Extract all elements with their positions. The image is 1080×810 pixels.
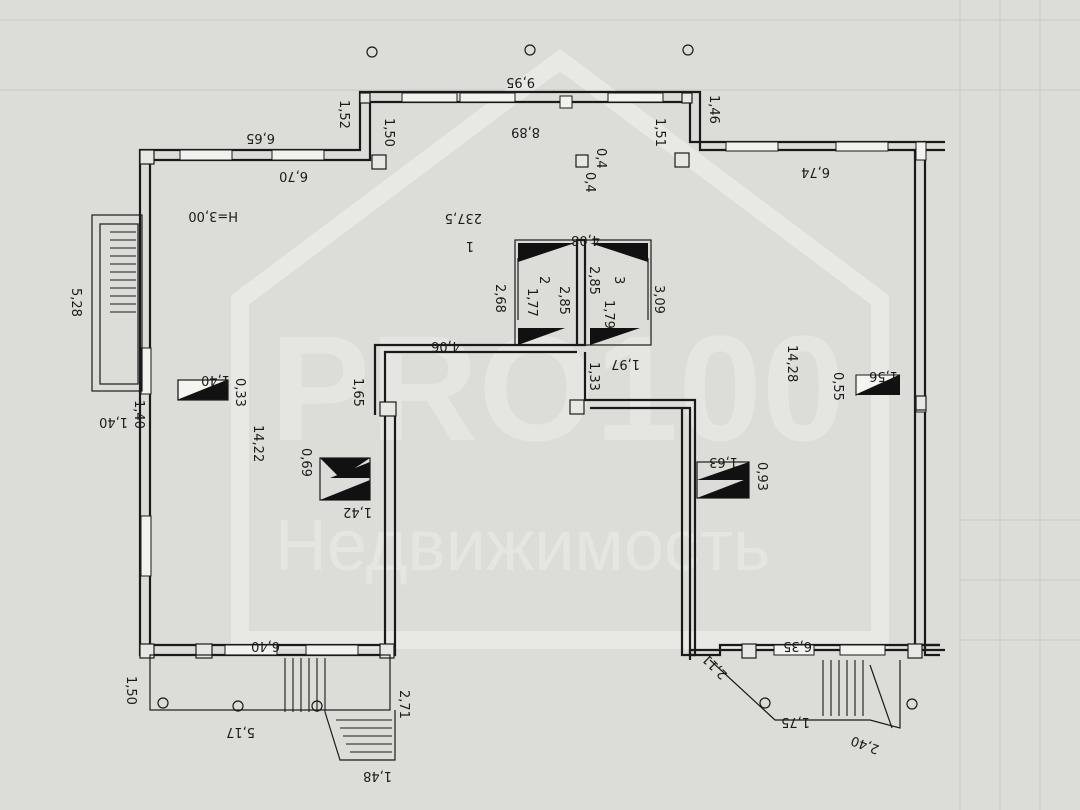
dim-1-50-bottom: 1,50	[123, 676, 138, 705]
watermark: PRO100 Недвижимость	[231, 48, 889, 649]
window-top-1	[401, 92, 458, 103]
dim-5-28: 5,28	[68, 288, 83, 317]
watermark-brand: PRO100	[270, 304, 845, 472]
window-bottom-right-2	[839, 644, 886, 656]
dim-1-46: 1,46	[706, 95, 721, 124]
dim-1-40-left: 1,40	[99, 414, 128, 429]
dim-14-22: 14,22	[250, 425, 265, 462]
window-left-2	[140, 515, 152, 577]
dim-1-33: 1,33	[586, 362, 601, 391]
dim-0-4a: 0,4	[593, 148, 608, 169]
window-top-2	[459, 92, 516, 103]
dim-1-97: 1,97	[611, 356, 640, 371]
room-area: 237,5	[445, 210, 482, 225]
window-top-left-1	[179, 149, 233, 161]
dim-0-69: 0,69	[298, 448, 313, 477]
axis-markers	[157, 44, 918, 712]
window-bottom-left-2	[305, 644, 359, 656]
dim-5-17: 5,17	[226, 724, 255, 739]
dim-1-79: 1,79	[601, 300, 616, 329]
dim-2-85b: 2,85	[586, 266, 601, 295]
dim-6-35: 6,35	[783, 638, 812, 653]
dim-0-33: 0,33	[232, 378, 247, 407]
window-bottom-right	[773, 644, 815, 656]
dim-4-08: 4,08	[571, 232, 600, 247]
window-top-3	[607, 92, 664, 103]
dim-1-56: 1,56	[869, 368, 898, 383]
dim-1-75: 1,75	[781, 714, 810, 729]
dim-1-42: 1,42	[343, 504, 372, 519]
window-left-1	[140, 347, 152, 395]
dim-4-06: 4,06	[431, 338, 460, 353]
room-2-number: 2	[536, 276, 551, 284]
door-markers	[177, 374, 901, 501]
dim-14-28: 14,28	[784, 345, 799, 382]
dim-0-55: 0,55	[830, 372, 845, 401]
dim-1-77: 1,77	[524, 288, 539, 317]
window-top-right-1	[725, 141, 779, 152]
dim-3-09: 3,09	[651, 285, 666, 314]
window-top-right-2	[835, 141, 889, 152]
dim-2-40: 2,40	[849, 732, 881, 756]
watermark-subtitle: Недвижимость	[275, 506, 770, 586]
dim-2-71: 2,71	[396, 690, 411, 719]
room-number: 1	[466, 238, 474, 253]
dim-6-65: 6,65	[246, 130, 275, 145]
dim-6-74: 6,74	[801, 164, 830, 179]
height-label: H=3,00	[188, 208, 238, 223]
dim-1-50-top: 1,50	[381, 118, 396, 147]
column-right-top	[915, 141, 927, 161]
dim-8-89: 8,89	[511, 124, 540, 139]
dim-9-95: 9,95	[506, 74, 535, 89]
bathrooms	[514, 239, 652, 346]
room-3-number: 3	[611, 276, 626, 284]
dimension-labels: 9,95 8,89 1,52 1,50 6,65 6,70 1,51 1,46 …	[68, 74, 898, 783]
dim-1-40-door-side: 1,40	[131, 400, 146, 429]
stairs	[91, 214, 901, 761]
dim-0-93: 0,93	[754, 462, 769, 491]
dim-1-65: 1,65	[350, 378, 365, 407]
dim-1-51: 1,51	[652, 118, 667, 147]
dim-6-40: 6,40	[251, 638, 280, 653]
dim-1-40-door: 1,40	[201, 372, 230, 387]
dim-1-48: 1,48	[363, 768, 392, 783]
dim-0-4b: 0,4	[582, 172, 597, 193]
windows	[140, 92, 927, 656]
dim-6-70: 6,70	[279, 168, 308, 183]
dim-1-52: 1,52	[336, 100, 351, 129]
column-top-mid	[559, 95, 573, 109]
dim-2-85a: 2,85	[556, 286, 571, 315]
dim-1-63: 1,63	[709, 454, 738, 469]
window-top-left-2	[271, 149, 325, 161]
dim-2-68: 2,68	[492, 284, 507, 313]
